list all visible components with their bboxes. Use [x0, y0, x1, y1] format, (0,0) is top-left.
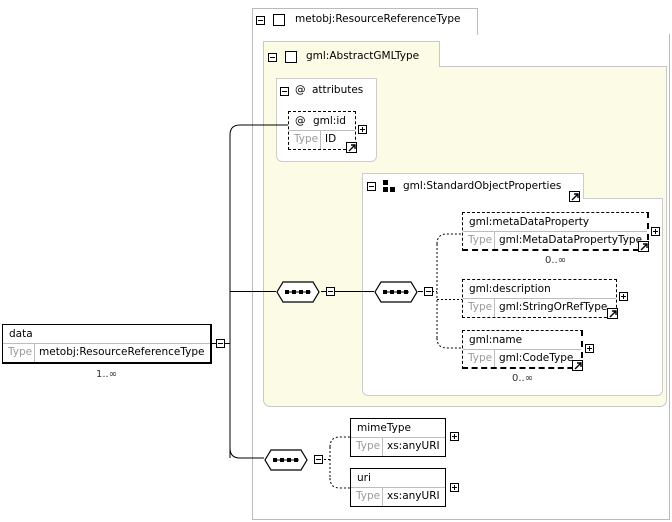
sequence-compositor-icon[interactable] — [374, 281, 418, 303]
attribute-icon: @ — [295, 84, 306, 96]
collapse-minus-icon[interactable] — [268, 53, 277, 62]
element-gml-description[interactable]: gml:description Type gml:StringOrRefType — [462, 279, 617, 318]
complex-type-icon — [285, 51, 297, 63]
root-element-data[interactable]: data Type metobj:ResourceReferenceType — [2, 324, 212, 364]
sequence-compositor-icon[interactable] — [276, 281, 320, 303]
type-value: xs:anyURI — [387, 490, 440, 502]
element-name: data — [9, 328, 33, 340]
expand-plus-icon[interactable] — [585, 344, 594, 353]
type-label: Type — [468, 352, 493, 364]
attribute-name: gml:id — [313, 115, 346, 127]
expand-plus-icon[interactable] — [450, 432, 459, 441]
resource-reference-type-tab — [252, 8, 478, 35]
type-label: Type — [468, 301, 493, 313]
attribute-icon: @ — [295, 115, 306, 127]
type-value: ID — [325, 133, 337, 145]
occurrence-label: 1..∞ — [96, 369, 118, 380]
expand-plus-icon[interactable] — [619, 292, 628, 301]
group-title: gml:StandardObjectProperties — [403, 180, 562, 192]
element-name: gml:name — [469, 334, 523, 346]
element-name: gml:metaDataProperty — [469, 216, 590, 228]
reference-arrow-icon[interactable] — [572, 360, 583, 371]
attribute-gml-id[interactable]: @ gml:id Type ID — [288, 111, 356, 150]
resource-reference-type-panel — [252, 34, 670, 520]
type-value: xs:anyURI — [387, 440, 440, 452]
collapse-minus-icon[interactable] — [280, 87, 289, 96]
element-name: gml:description — [469, 283, 551, 295]
complex-type-title: metobj:ResourceReferenceType — [295, 13, 461, 25]
type-value: gml:StringOrRefType — [499, 301, 608, 313]
type-value: gml:CodeType — [499, 352, 574, 364]
occurrence-label: 0..∞ — [512, 373, 534, 384]
type-value: gml:MetaDataPropertyType — [499, 234, 643, 246]
collapse-minus-icon[interactable] — [256, 16, 265, 25]
occurrence-label: 0..∞ — [545, 255, 567, 266]
attributes-title: attributes — [312, 84, 364, 96]
expand-plus-icon[interactable] — [450, 483, 459, 492]
collapse-minus-icon[interactable] — [216, 339, 225, 348]
group-icon — [383, 180, 397, 192]
expand-plus-icon[interactable] — [358, 125, 367, 134]
collapse-minus-icon[interactable] — [314, 455, 323, 464]
collapse-minus-icon[interactable] — [424, 287, 433, 296]
element-name: mimeType — [357, 422, 411, 434]
type-label: Type — [356, 490, 381, 502]
collapse-minus-icon[interactable] — [367, 182, 376, 191]
element-mimetype[interactable]: mimeType Type xs:anyURI — [350, 418, 446, 457]
abstract-type-title: gml:AbstractGMLType — [306, 50, 420, 62]
reference-arrow-icon[interactable] — [569, 191, 580, 202]
reference-arrow-icon[interactable] — [638, 241, 649, 252]
type-label: Type — [294, 133, 319, 145]
sequence-compositor-icon[interactable] — [264, 449, 308, 471]
type-label: Type — [468, 234, 493, 246]
type-value: metobj:ResourceReferenceType — [39, 346, 205, 358]
element-uri[interactable]: uri Type xs:anyURI — [350, 468, 446, 507]
reference-arrow-icon[interactable] — [346, 142, 357, 153]
reference-arrow-icon[interactable] — [607, 308, 618, 319]
type-label: Type — [356, 440, 381, 452]
element-gml-name[interactable]: gml:name Type gml:CodeType — [462, 330, 583, 369]
group-tab — [362, 173, 584, 199]
element-gml-metadataproperty[interactable]: gml:metaDataProperty Type gml:MetaDataPr… — [462, 212, 649, 251]
collapse-minus-icon[interactable] — [326, 287, 335, 296]
element-name: uri — [357, 472, 371, 484]
complex-type-icon — [273, 14, 285, 26]
expand-plus-icon[interactable] — [651, 227, 660, 236]
type-label: Type — [8, 346, 33, 358]
